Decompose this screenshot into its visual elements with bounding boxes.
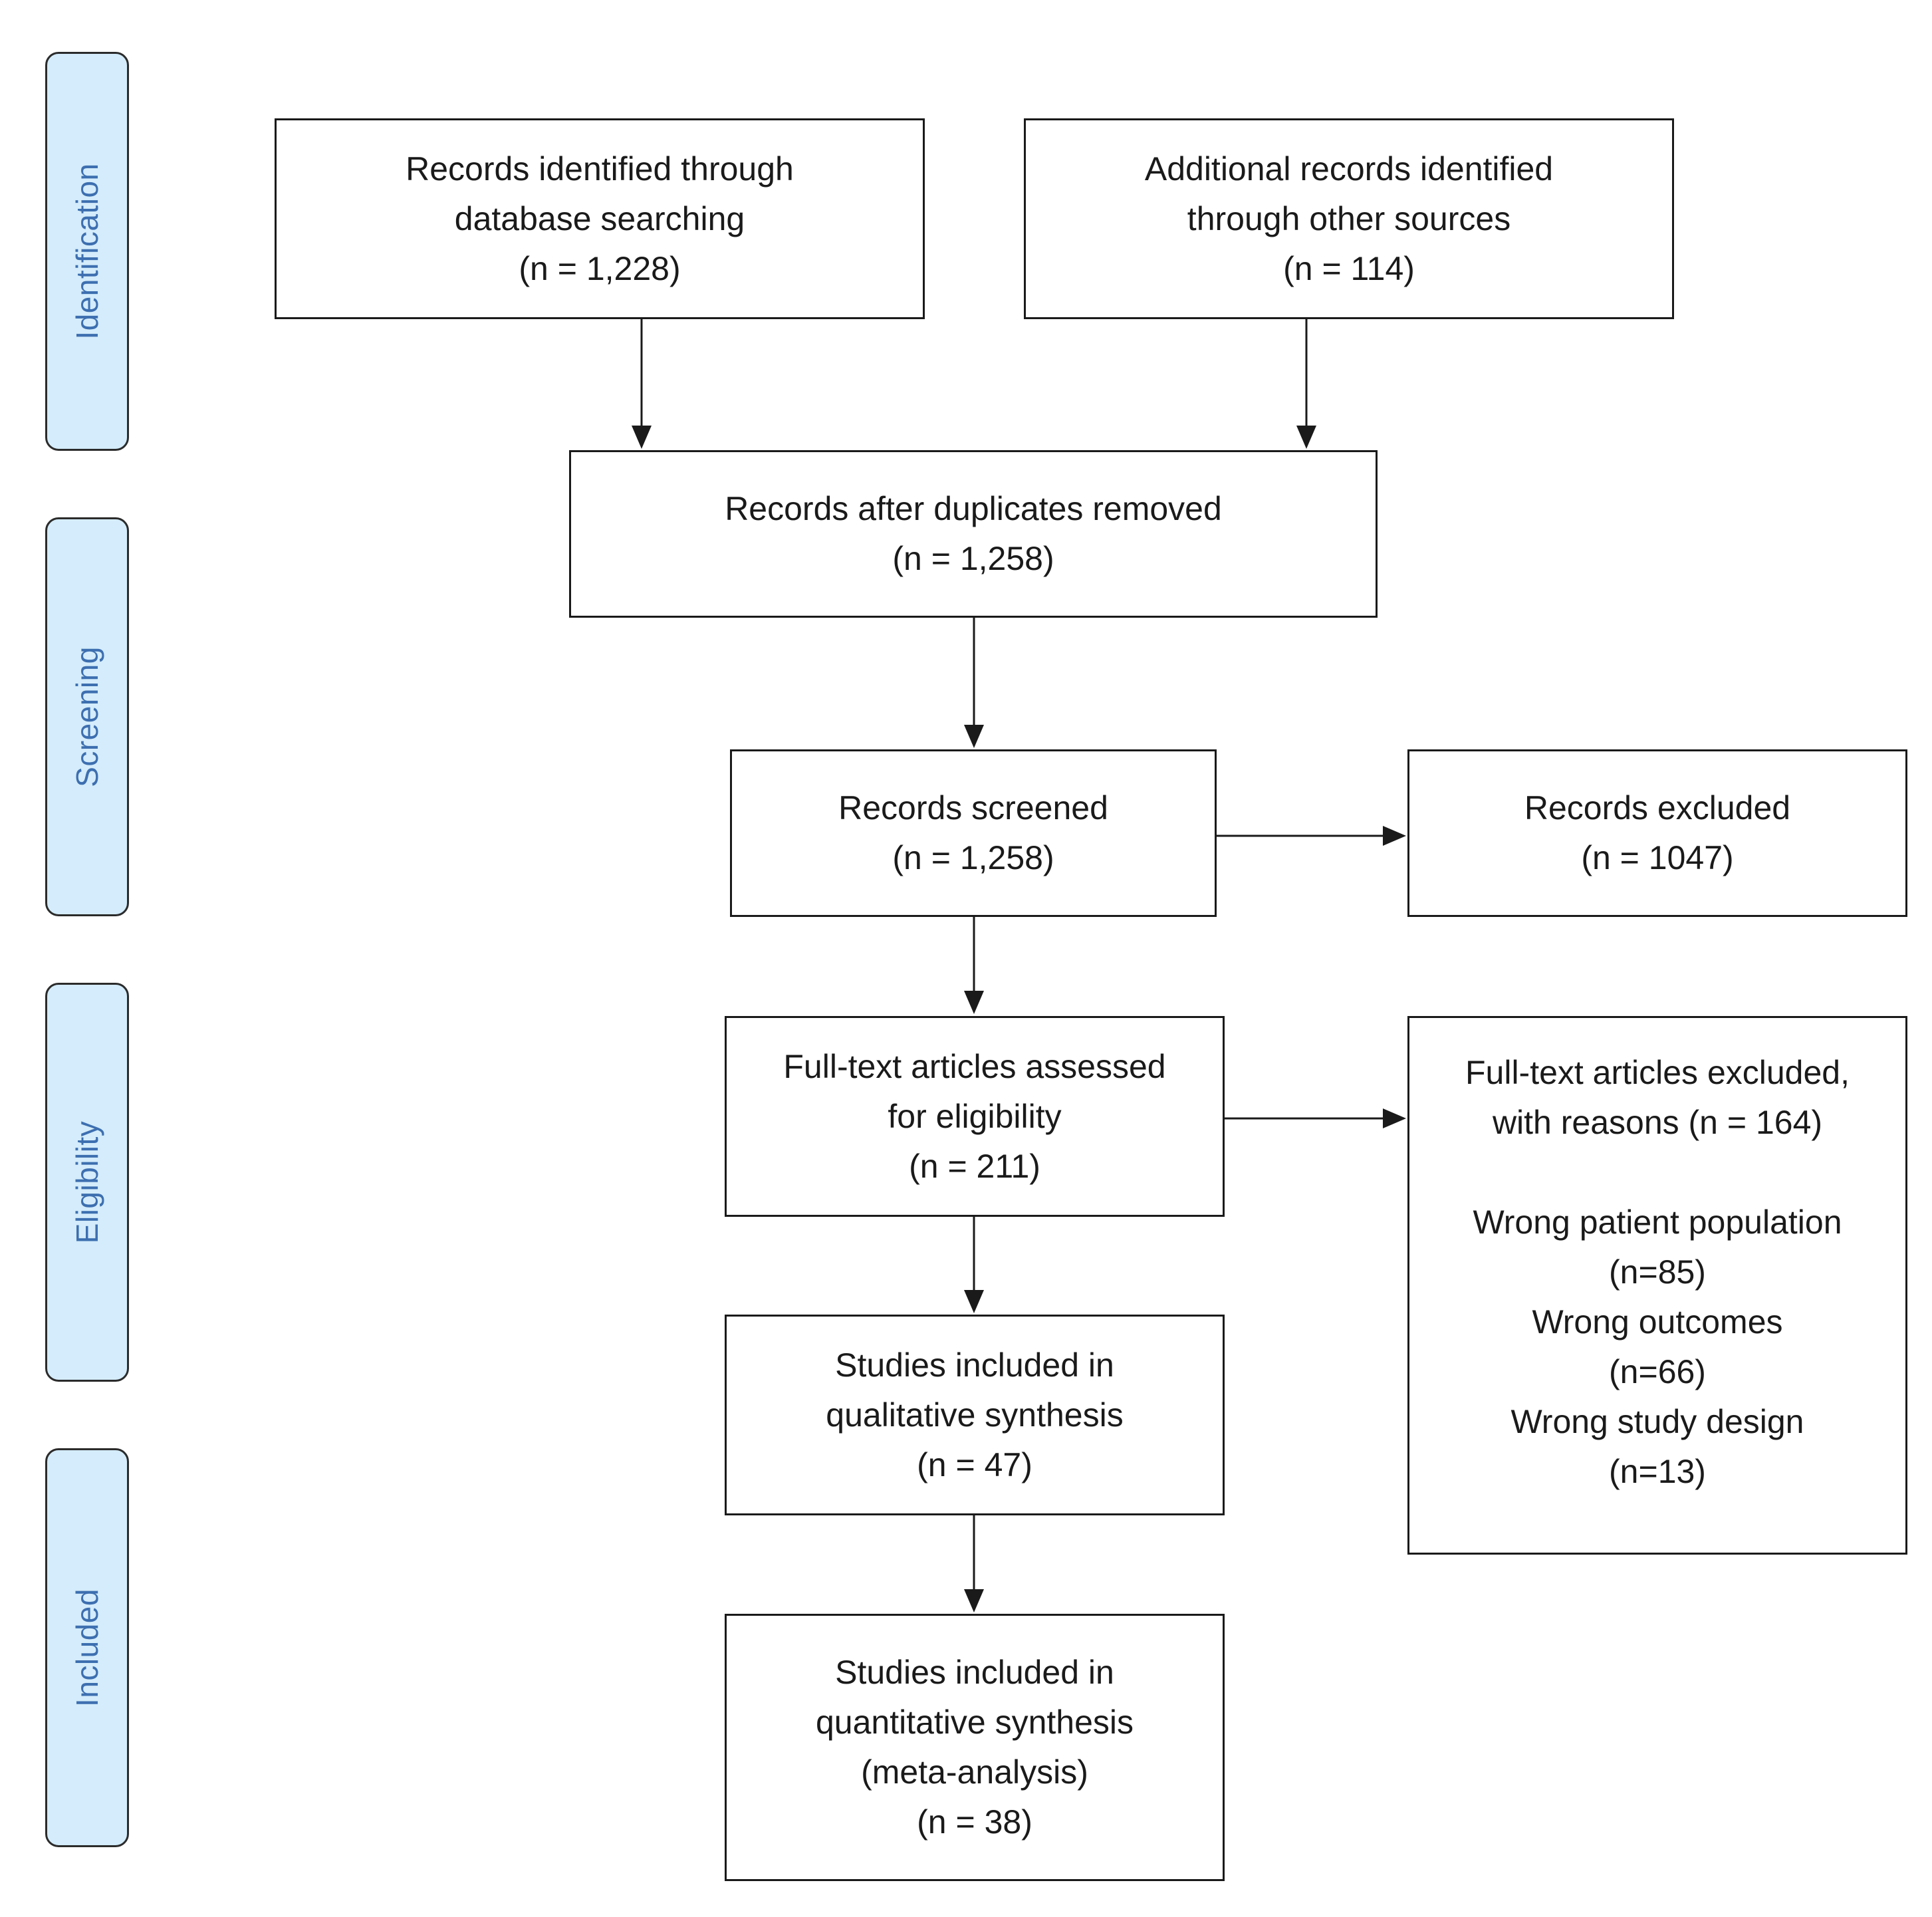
box-quantitative-count: (n = 38) — [917, 1803, 1032, 1841]
box-fulltext-assessed-count: (n = 211) — [909, 1147, 1040, 1185]
reason-outcomes-count: (n=66) — [1609, 1353, 1706, 1390]
box-quantitative-line1: Studies included in — [835, 1654, 1114, 1691]
arrowhead-fulltext-to-qualitative — [964, 1290, 984, 1313]
box-qualitative-count: (n = 47) — [917, 1446, 1032, 1483]
box-quantitative-line3: (meta-analysis) — [861, 1753, 1088, 1791]
box-database-searching-line2: database searching — [454, 199, 745, 237]
box-records-excluded-line1: Records excluded — [1524, 789, 1791, 827]
arrowhead-screened-to-fulltext — [964, 991, 984, 1014]
stage-eligibility: Eligibility — [45, 983, 129, 1382]
box-qualitative-line2: qualitative synthesis — [826, 1396, 1124, 1434]
box-after-duplicates: Records after duplicates removed (n = 1,… — [569, 450, 1378, 618]
box-database-searching: Records identified through database sear… — [275, 118, 925, 319]
box-other-sources-count: (n = 114) — [1283, 249, 1415, 287]
box-records-screened-line1: Records screened — [838, 789, 1108, 827]
box-fulltext-excluded-line2: with reasons (n = 164) — [1492, 1104, 1823, 1141]
box-qualitative-synthesis: Studies included in qualitative synthesi… — [725, 1315, 1225, 1515]
box-fulltext-assessed: Full-text articles assessed for eligibil… — [725, 1016, 1225, 1217]
box-records-screened-count: (n = 1,258) — [892, 839, 1054, 876]
arrowhead-screened-to-excluded — [1383, 826, 1406, 846]
arrowhead-db-to-duplicates — [632, 426, 652, 449]
box-fulltext-excluded: Full-text articles excluded, with reason… — [1407, 1016, 1907, 1555]
stage-identification: Identification — [45, 52, 129, 451]
arrowhead-qualitative-to-quantitative — [964, 1589, 984, 1612]
box-fulltext-assessed-line1: Full-text articles assessed — [783, 1047, 1166, 1085]
box-other-sources-line2: through other sources — [1187, 199, 1511, 237]
box-qualitative-line1: Studies included in — [835, 1346, 1114, 1384]
reason-patient-population-label: Wrong patient population — [1473, 1204, 1842, 1241]
arrowhead-duplicates-to-screened — [964, 725, 984, 748]
box-after-duplicates-count: (n = 1,258) — [892, 540, 1054, 577]
box-quantitative-line2: quantitative synthesis — [815, 1704, 1134, 1741]
reason-patient-population-count: (n=85) — [1609, 1253, 1706, 1291]
box-fulltext-assessed-line2: for eligibility — [888, 1097, 1062, 1135]
box-fulltext-excluded-line1: Full-text articles excluded, — [1465, 1054, 1850, 1091]
reason-study-design-label: Wrong study design — [1510, 1403, 1804, 1440]
box-quantitative-synthesis: Studies included in quantitative synthes… — [725, 1614, 1225, 1881]
arrowhead-fulltext-to-excluded — [1383, 1108, 1406, 1128]
reason-outcomes-label: Wrong outcomes — [1532, 1303, 1783, 1341]
reason-study-design-count: (n=13) — [1609, 1453, 1706, 1490]
stage-included: Included — [45, 1448, 129, 1847]
stage-screening: Screening — [45, 517, 129, 916]
box-other-sources: Additional records identified through ot… — [1024, 118, 1674, 319]
box-other-sources-line1: Additional records identified — [1144, 150, 1554, 188]
box-database-searching-line1: Records identified through — [406, 150, 794, 188]
arrowhead-other-to-duplicates — [1296, 426, 1316, 449]
box-records-screened: Records screened (n = 1,258) — [730, 749, 1217, 917]
box-records-excluded: Records excluded (n = 1047) — [1407, 749, 1907, 917]
box-database-searching-count: (n = 1,228) — [519, 249, 681, 287]
box-after-duplicates-line1: Records after duplicates removed — [725, 490, 1222, 527]
box-records-excluded-count: (n = 1047) — [1581, 839, 1734, 876]
